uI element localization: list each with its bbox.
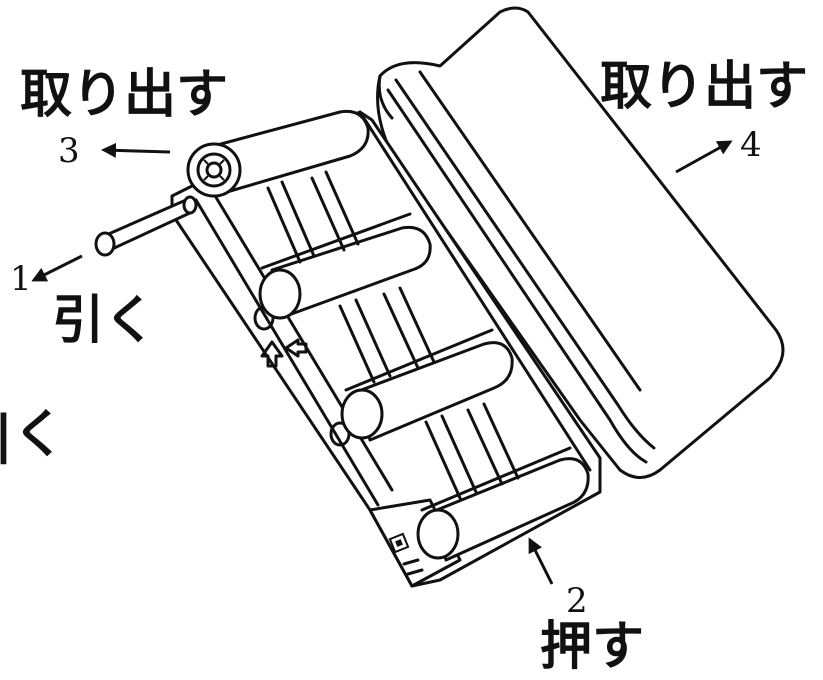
arrow-step-4 xyxy=(675,140,733,174)
label-pull-cut: |く xyxy=(0,405,65,465)
battery-third xyxy=(340,341,514,442)
step-number-1: 1 xyxy=(10,259,32,299)
battery-second xyxy=(258,225,432,320)
label-remove-right: 取り出す xyxy=(600,57,808,117)
battery-cells xyxy=(186,109,590,562)
step-number-3: 3 xyxy=(58,131,80,171)
step-number-2: 2 xyxy=(566,581,588,621)
label-remove-left: 取り出す xyxy=(20,65,228,125)
label-pull: 引く xyxy=(52,291,156,351)
battery-cover xyxy=(376,6,785,479)
label-push: 押す xyxy=(540,617,644,677)
step-number-4: 4 xyxy=(740,125,762,165)
battery-bottom xyxy=(416,457,590,562)
arrow-step-2 xyxy=(528,537,554,585)
battery-top xyxy=(186,109,370,198)
arrow-step-3 xyxy=(101,142,171,158)
arrow-step-1 xyxy=(31,254,83,282)
locking-pin xyxy=(94,195,198,257)
